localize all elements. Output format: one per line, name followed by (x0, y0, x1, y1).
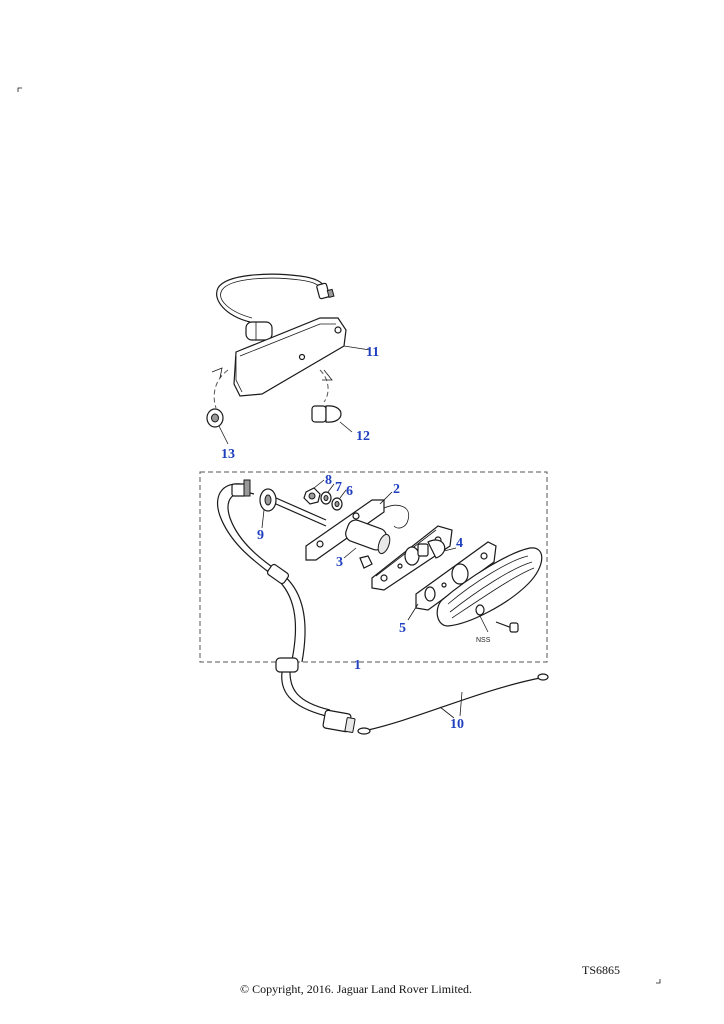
lens-marking: NSS (476, 637, 491, 644)
assembly-1-boundary (199, 471, 548, 663)
motion-arrow-left (213, 369, 229, 409)
callout-9: 9 (257, 528, 264, 543)
lens (436, 547, 543, 633)
corner-mark-top-left (17, 87, 22, 92)
corner-mark-bottom-right (656, 979, 661, 984)
bulb (417, 539, 446, 559)
bulb-12 (311, 405, 353, 433)
callout-5: 5 (399, 621, 406, 636)
callout-11: 11 (366, 345, 379, 360)
side-repeater-lamp-11 (216, 273, 371, 397)
wire-10 (357, 673, 549, 735)
callout-8: 8 (325, 473, 332, 488)
nut-8 (303, 479, 325, 505)
callout-13: 13 (221, 447, 235, 462)
callout-10: 10 (450, 717, 464, 732)
callout-12: 12 (356, 429, 370, 444)
copyright-notice: © Copyright, 2016. Jaguar Land Rover Lim… (239, 982, 473, 996)
washer-6 (331, 489, 347, 511)
callout-3: 3 (336, 555, 343, 570)
grommet-13 (206, 408, 229, 445)
callout-1: 1 (354, 658, 361, 673)
stud (275, 497, 327, 521)
callout-4: 4 (456, 536, 463, 551)
grommet-9 (259, 488, 277, 529)
callout-2: 2 (393, 482, 400, 497)
bulb-holder-3 (343, 519, 391, 569)
motion-arrow-left-head (211, 367, 223, 379)
motion-arrow-right (319, 369, 329, 403)
lens-screw (495, 621, 519, 633)
wiring-harness (216, 479, 356, 733)
gasket-5 (407, 541, 497, 621)
callout-7: 7 (335, 480, 342, 495)
motion-arrow-right-head (322, 369, 333, 381)
diagram-reference: TS6865 (582, 963, 621, 977)
washer-7 (320, 483, 335, 505)
gasket-2 (305, 491, 410, 561)
callout-6: 6 (346, 484, 353, 499)
